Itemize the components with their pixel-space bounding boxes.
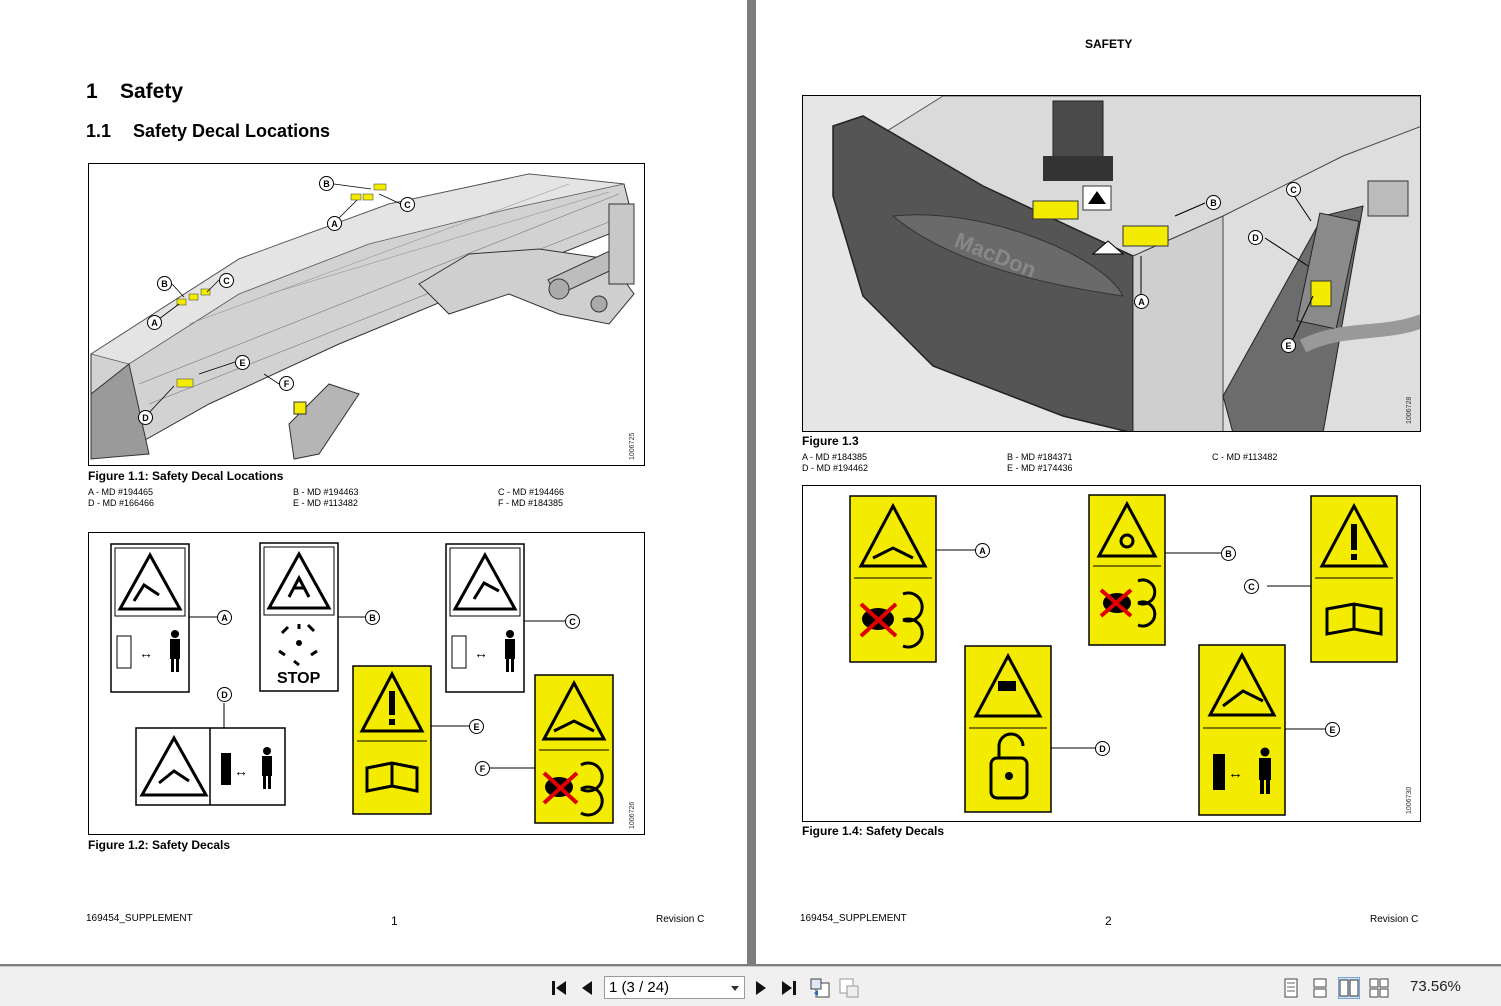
section-title: Safety Decal Locations (133, 121, 331, 141)
running-header: SAFETY (1085, 37, 1133, 51)
document-viewer[interactable]: 1 Safety 1.1 Safety Decal Locations (0, 0, 1501, 966)
callout-b: B (1206, 195, 1221, 210)
callout-a: A (975, 543, 990, 558)
callout-c: C (219, 273, 234, 288)
part-label: B - MD #184371 (1007, 452, 1073, 462)
facing-view-button[interactable] (1338, 977, 1360, 999)
previous-page-button[interactable] (576, 977, 598, 999)
part-label: E - MD #113482 (293, 498, 358, 508)
previous-page-icon (582, 981, 592, 995)
viewer-toolbar: 1 (3 / 24) 73.56% (0, 966, 1501, 1006)
go-back-view-icon (810, 978, 830, 998)
callout-c: C (1244, 579, 1259, 594)
first-page-icon (552, 981, 566, 995)
callout-b: B (1221, 546, 1236, 561)
first-page-button[interactable] (548, 977, 570, 999)
figure-id: 1006725 (629, 432, 636, 460)
last-page-button[interactable] (778, 977, 800, 999)
single-page-icon (1284, 978, 1298, 998)
callout-d: D (217, 687, 232, 702)
callout-e: E (1325, 722, 1340, 737)
header-machine-illustration (90, 173, 635, 460)
facing-pages-icon (1339, 979, 1359, 997)
chapter-title: Safety (120, 80, 184, 103)
part-label: B - MD #194463 (293, 487, 359, 497)
last-page-icon (782, 981, 796, 995)
next-page-button[interactable] (750, 977, 772, 999)
footer-revision: Revision C (656, 914, 705, 925)
figure-caption: Figure 1.3 (802, 434, 859, 448)
callout-e: E (235, 355, 250, 370)
callout-f: F (279, 376, 294, 391)
part-label: E - MD #174436 (1007, 463, 1073, 473)
part-label: C - MD #113482 (1212, 452, 1278, 462)
callout-c: C (565, 614, 580, 629)
callout-a: A (147, 315, 162, 330)
callout-b: B (319, 176, 334, 191)
callout-a: A (217, 610, 232, 625)
figure-id: 1006730 (1406, 786, 1413, 814)
go-forward-button[interactable] (838, 977, 860, 999)
part-label: F - MD #184385 (498, 498, 564, 508)
callout-a: A (327, 216, 342, 231)
footer-page-number: 2 (1105, 914, 1112, 928)
header-closeup-illustration: MacDon (803, 96, 1420, 431)
part-label: A - MD #194465 (88, 487, 154, 497)
footer-page-number: 1 (391, 914, 398, 928)
footer-doc-id: 169454_SUPPLEMENT (800, 913, 907, 924)
page-number-value: 1 (3 / 24) (609, 979, 670, 996)
part-label: D - MD #194462 (802, 463, 869, 473)
page-1: 1 Safety 1.1 Safety Decal Locations (0, 0, 747, 964)
part-label: C - MD #194466 (498, 487, 565, 497)
page-number-select[interactable]: 1 (3 / 24) (604, 976, 745, 999)
figure-1-4: ↔ A B C D E 1006730 (802, 485, 1421, 822)
part-label: D - MD #166466 (88, 498, 155, 508)
part-label: A - MD #184385 (802, 452, 868, 462)
callout-b: B (157, 276, 172, 291)
stop-label: STOP (277, 670, 321, 687)
svg-text:↔: ↔ (1228, 765, 1243, 782)
callout-d: D (138, 410, 153, 425)
continuous-pages-icon (1313, 978, 1327, 998)
figure-id: 1006728 (1406, 396, 1413, 424)
figure-caption: Figure 1.1: Safety Decal Locations (88, 469, 284, 483)
svg-text:↔: ↔ (234, 763, 248, 779)
footer-revision: Revision C (1370, 914, 1419, 925)
svg-text:↔: ↔ (139, 645, 153, 661)
figure-caption: Figure 1.4: Safety Decals (802, 824, 945, 838)
callout-d: D (1248, 230, 1263, 245)
page-2: SAFETY MacDon (756, 0, 1501, 964)
callout-e: E (469, 719, 484, 734)
callout-d: D (1095, 741, 1110, 756)
continuous-facing-icon (1369, 978, 1389, 998)
next-page-icon (756, 981, 766, 995)
figure-1-2: ↔ STOP ↔ (88, 532, 645, 835)
continuous-view-button[interactable] (1309, 977, 1331, 999)
svg-text:↔: ↔ (474, 645, 488, 661)
footer-doc-id: 169454_SUPPLEMENT (86, 913, 193, 924)
continuous-facing-view-button[interactable] (1368, 977, 1390, 999)
callout-c: C (1286, 182, 1301, 197)
safety-decals-illustration: ↔ STOP ↔ (110, 542, 614, 824)
callout-b: B (365, 610, 380, 625)
callout-c: C (400, 197, 415, 212)
figure-1-1: B C A B C A E F D 1006725 (88, 163, 645, 466)
figure-caption: Figure 1.2: Safety Decals (88, 838, 231, 852)
go-back-button[interactable] (809, 977, 831, 999)
callout-e: E (1281, 338, 1296, 353)
callout-a: A (1134, 294, 1149, 309)
safety-decals-illustration: ↔ (849, 494, 1398, 816)
go-forward-view-icon (839, 978, 859, 998)
figure-id: 1006726 (629, 801, 636, 829)
chevron-down-icon (731, 985, 739, 991)
zoom-level[interactable]: 73.56% (1410, 978, 1461, 995)
callout-f: F (475, 761, 490, 776)
figure-1-3: MacDon A B (802, 95, 1421, 432)
section-number: 1.1 (86, 121, 112, 141)
single-page-view-button[interactable] (1280, 977, 1302, 999)
chapter-number: 1 (86, 80, 98, 103)
